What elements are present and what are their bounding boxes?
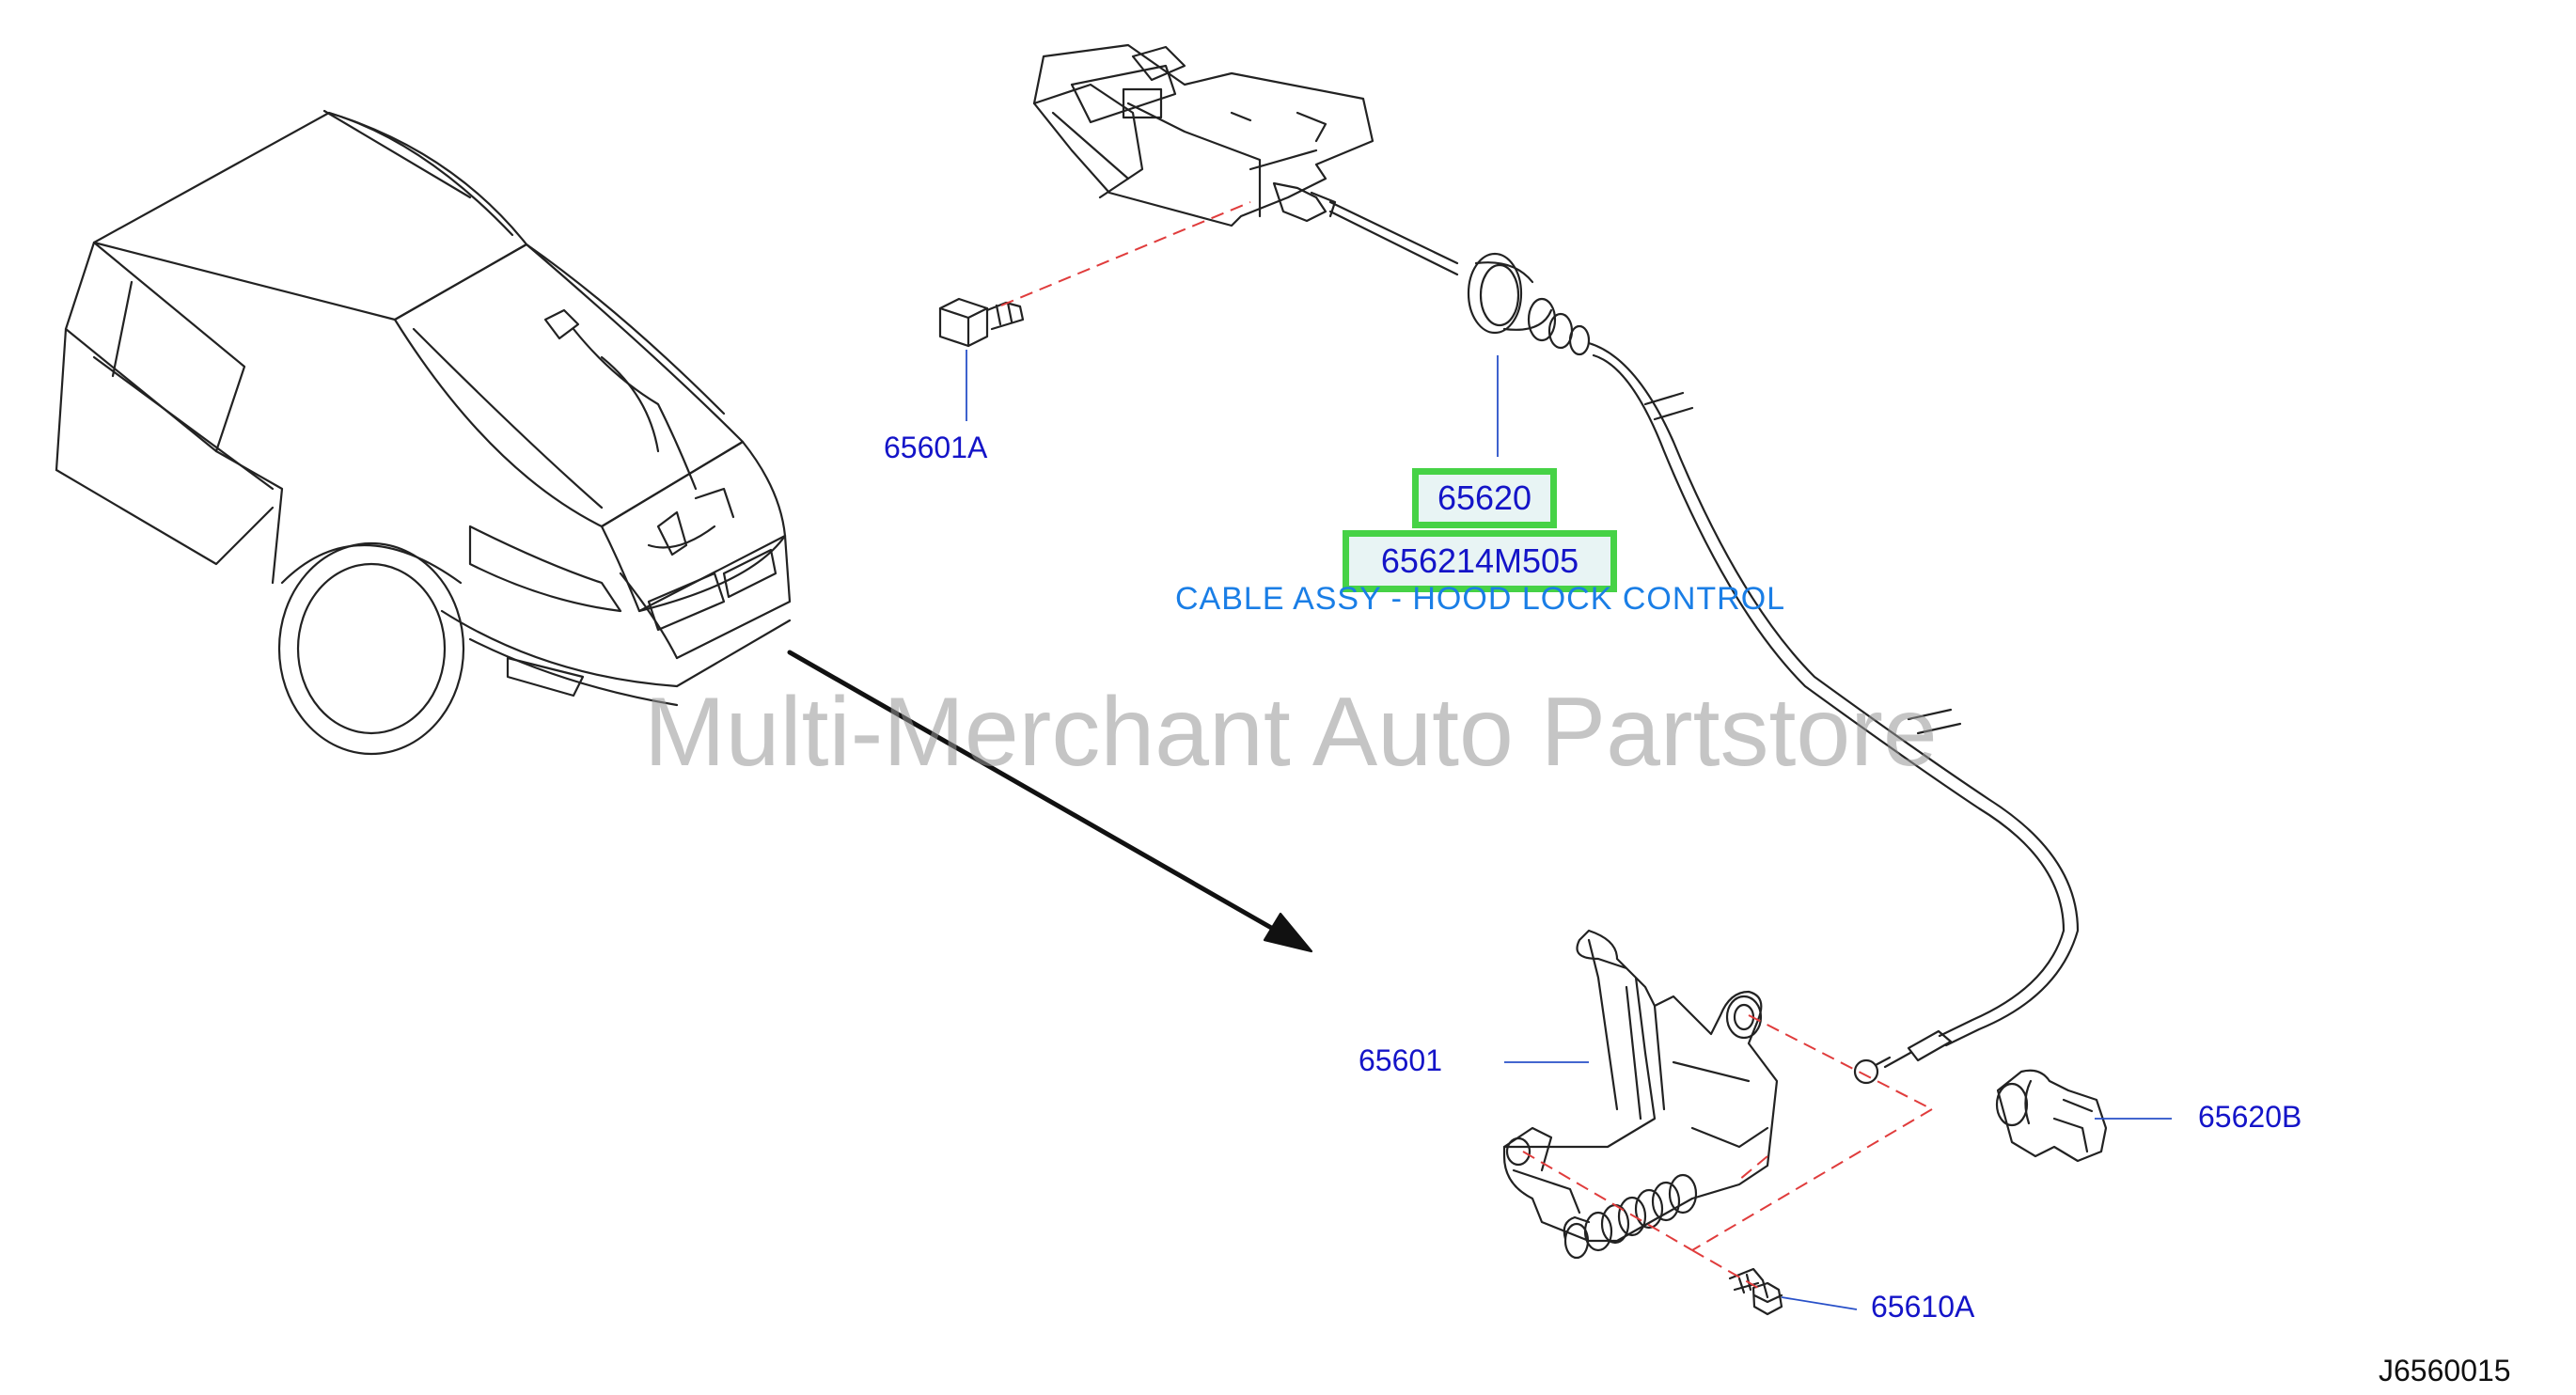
callout-65601a: 65601A xyxy=(884,431,988,464)
bolt-65601a-shape xyxy=(938,297,1025,348)
hood-lock-shape xyxy=(1502,929,1779,1260)
hood-release-handle xyxy=(1032,43,1374,227)
hood-lock-cable xyxy=(1328,200,2080,1085)
alignment-dashed-lines xyxy=(1000,201,1933,1289)
clip-65620b-shape xyxy=(1995,1069,2108,1163)
diagram-code: J6560015 xyxy=(2379,1354,2511,1387)
callout-65610a: 65610A xyxy=(1871,1290,1975,1324)
leader-lines xyxy=(966,350,2172,1310)
callout-65620b: 65620B xyxy=(2198,1100,2302,1134)
direction-arrow xyxy=(787,650,1313,953)
car-illustration xyxy=(55,109,792,756)
part-number-box-65620[interactable]: 65620 xyxy=(1412,468,1557,528)
watermark: Multi-Merchant Auto Partstore xyxy=(644,678,1938,787)
bolt-65610a-shape xyxy=(1728,1267,1783,1316)
callout-65601: 65601 xyxy=(1359,1043,1442,1077)
part-description: CABLE ASSY - HOOD LOCK CONTROL xyxy=(1175,581,1786,617)
part-number-box-656214m505[interactable]: 656214M505 xyxy=(1343,530,1617,592)
